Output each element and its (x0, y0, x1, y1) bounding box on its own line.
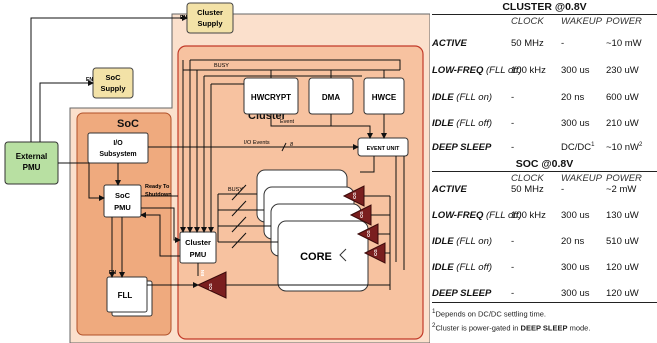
cluster-table-row: ACTIVE 50 MHz - ~10 mW (432, 38, 642, 49)
soc-table-row: DEEP SLEEP - 300 us 120 uW (432, 288, 639, 299)
external-pmu-label: External (16, 152, 48, 161)
cluster-table-row: DEEP SLEEP - DC/DC1 ~10 nW2 (432, 142, 643, 154)
footnote-2: 2Cluster is power-gated in DEEP SLEEP mo… (432, 322, 591, 333)
soc-table-title: SOC @0.8V (515, 158, 574, 170)
svg-text:Shutdown: Shutdown (145, 192, 172, 198)
svg-text:CG: CG (352, 192, 357, 199)
cluster-table-row: LOW-FREQ (FLL off) 100 kHz 300 us 230 uW (432, 65, 639, 76)
event-unit-label: EVENT UNIT (367, 146, 400, 152)
svg-text:CG: CG (359, 211, 364, 218)
io-subsystem-block (87, 132, 149, 164)
busy-label-cores: BUSY (228, 187, 243, 193)
core-block (277, 220, 369, 292)
cluster-table-title: CLUSTER @0.8V (502, 1, 587, 13)
hwcrypt-label: HWCRYPT (251, 93, 291, 102)
svg-text:CG: CG (208, 283, 213, 290)
soc-pmu-block (103, 184, 142, 218)
svg-text:PMU: PMU (114, 203, 131, 212)
svg-text:Subsystem: Subsystem (99, 151, 136, 158)
hwce-label: HWCE (372, 93, 397, 102)
soc-table-row: IDLE (FLL on) - 20 ns 510 uW (432, 236, 639, 247)
footnote-1: 1Depends on DC/DC settling time. (432, 308, 546, 319)
soc-table-header: CLOCK WAKEUP POWER (511, 173, 642, 184)
soc-table-row: LOW-FREQ (FLL off) 100 kHz 300 us 130 uW (432, 210, 639, 221)
ready-to-shutdown-label: Ready To (145, 184, 170, 190)
fll-label: FLL (118, 291, 133, 300)
svg-text:EN: EN (86, 77, 93, 83)
svg-text:CG: CG (373, 249, 378, 256)
event-label: Event (280, 119, 295, 125)
busy-label-top: BUSY (214, 63, 229, 69)
cluster-table-row: IDLE (FLL off) - 300 us 210 uW (432, 118, 639, 129)
power-tables: CLUSTER @0.8V CLOCK WAKEUP POWER ACTIVE … (432, 0, 657, 343)
cluster-supply-label: Cluster (197, 8, 223, 17)
soc-supply-label: SoC (106, 73, 122, 82)
fll-block (106, 276, 148, 313)
soc-pmu-label: SoC (115, 191, 131, 200)
power-architecture-diagram: SoC Cluster External PMU SoC Supply EN C… (4, 2, 430, 343)
bus-width-label: 8 (290, 142, 294, 148)
io-subsystem-label: I/O (113, 140, 123, 147)
svg-text:CG: CG (366, 230, 371, 237)
soc-table-row: IDLE (FLL off) - 300 us 120 uW (432, 262, 639, 273)
soc-table-row: ACTIVE 50 MHz - ~2 mW (432, 184, 637, 195)
cluster-pmu-label: Cluster (185, 238, 211, 247)
core-label: CORE (300, 251, 332, 263)
cluster-table-header: CLOCK WAKEUP POWER (511, 16, 642, 27)
soc-title: SoC (117, 118, 139, 130)
cluster-table-row: IDLE (FLL on) - 20 ns 600 uW (432, 92, 639, 103)
io-events-label: I/O Events (244, 140, 270, 146)
svg-text:PMU: PMU (190, 250, 207, 259)
svg-text:EN: EN (200, 270, 205, 276)
svg-text:Supply: Supply (100, 84, 126, 93)
svg-text:PMU: PMU (23, 163, 41, 172)
svg-text:Supply: Supply (197, 19, 223, 28)
svg-text:EN: EN (109, 270, 116, 276)
dma-label: DMA (322, 93, 340, 102)
